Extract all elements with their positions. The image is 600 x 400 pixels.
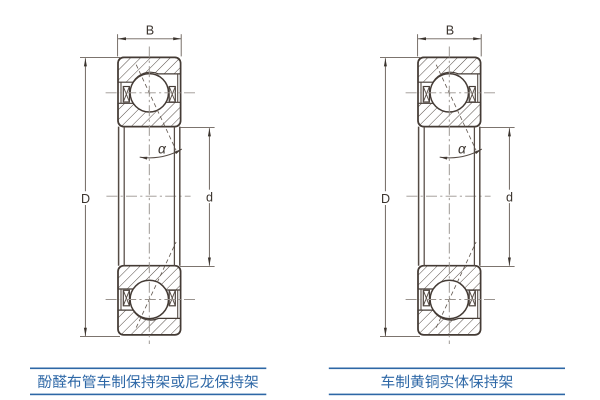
svg-text:B: B	[146, 24, 154, 38]
svg-text:α: α	[158, 142, 167, 157]
svg-text:d: d	[206, 190, 213, 204]
svg-text:d: d	[506, 190, 513, 204]
svg-text:D: D	[81, 192, 90, 206]
svg-text:D: D	[381, 192, 390, 206]
svg-text:α: α	[458, 142, 467, 157]
svg-text:B: B	[446, 24, 454, 38]
